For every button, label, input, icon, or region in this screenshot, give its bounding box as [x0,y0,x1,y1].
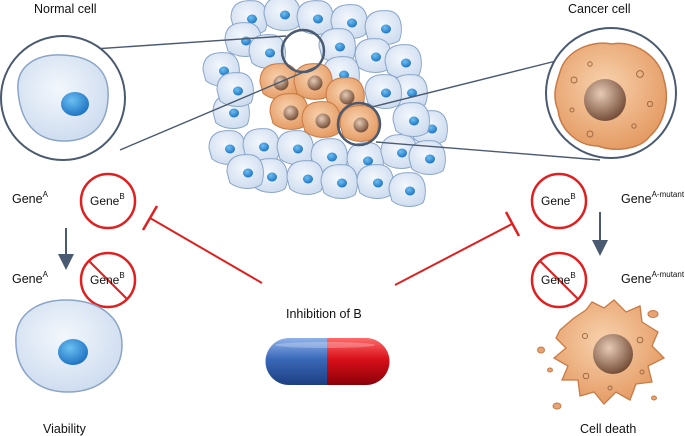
nucleus-icon [584,79,626,121]
zoom-line [78,35,287,51]
cancer-magnifier-ring [336,101,382,147]
gene-a-label-top: GeneA [12,189,48,206]
gene-b-text-left-bottom: GeneB [90,271,125,288]
tissue-normal-cell [364,74,402,109]
gene-b-circle-left-bottom [79,251,137,309]
tissue-normal-cell [310,138,348,173]
drug-pill-icon [265,338,390,385]
gene-a-mutant-label-bottom: GeneA-mutant [621,269,685,286]
strike-icon [539,260,579,300]
dying-cancer-cell [537,299,666,410]
tissue-normal-cell [296,0,334,35]
nucleus-icon [61,92,89,116]
inhibition-bar-icon [141,205,159,231]
inhibition-bar-icon [504,211,521,237]
cancer-cell-zoom [545,27,677,159]
gene-b-circle-left-top [79,172,137,230]
tumor-cluster [259,63,379,142]
tissue-cancer-cell [301,101,341,138]
gene-a-label-bottom: GeneA [12,269,48,286]
normal-cell-zoom [0,35,126,161]
inhibition-line-right [394,223,513,286]
tissue-normal-cell [388,172,426,207]
tissue-cancer-cell [269,93,309,130]
gene-b-text-right-bottom: GeneB [541,271,576,288]
nucleus-icon [58,339,88,365]
tissue-normal-cell [356,164,394,199]
tissue-normal-cell [392,102,430,137]
gene-a-mutant-label-top: GeneA-mutant [621,189,685,206]
gene-b-circle-right-top [530,172,588,230]
viability-label: Viability [43,422,86,436]
cancer-cell-label: Cancer cell [568,2,631,16]
tissue-normal-cell [263,0,301,31]
gene-b-circle-right-bottom [530,251,588,309]
zoom-line [119,65,319,151]
gene-b-text-left-top: GeneB [90,192,125,209]
tissue-normal-cell [384,44,422,79]
tissue-normal-cell [248,34,286,69]
tissue-normal-cell [408,140,446,175]
cell-death-label: Cell death [580,422,637,436]
tissue-cancer-cell [339,105,379,142]
normal-cell-label: Normal cell [34,2,97,16]
zoom-line [371,59,561,108]
tissue-normal-cell [286,160,324,195]
nucleus-icon [593,334,633,374]
inhibition-line-left [149,217,263,284]
tissue-cluster [202,0,448,207]
tissue-cancer-cell [259,63,299,100]
tissue-normal-cell [320,164,358,199]
tissue-normal-cell [226,154,264,189]
strike-icon [88,260,128,300]
tissue-normal-cell [276,130,314,165]
zoom-line [375,141,601,161]
viable-cell [15,299,123,393]
inhibition-label: Inhibition of B [286,307,362,321]
gene-b-text-right-top: GeneB [541,192,576,209]
tissue-cancer-cell [293,63,333,100]
